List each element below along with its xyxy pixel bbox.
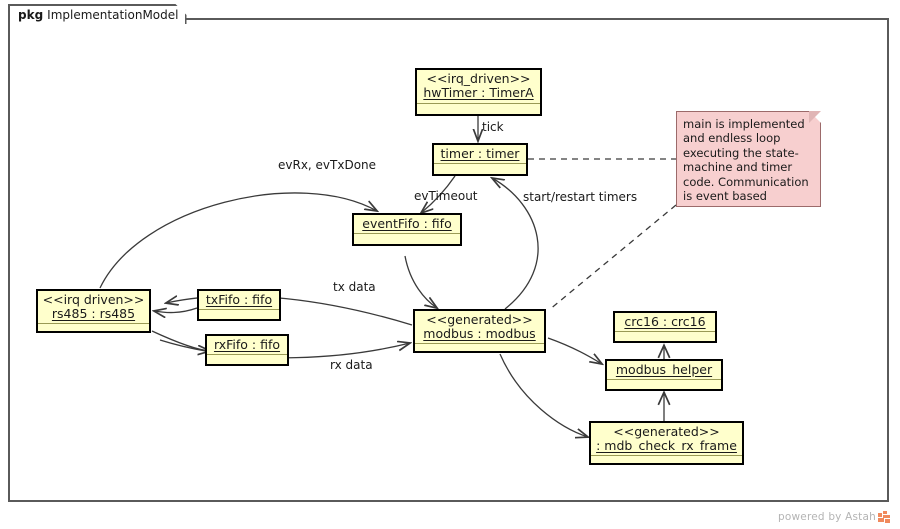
note-line-2: and endless loop [683,131,781,146]
edge-label-tick: tick [482,120,504,134]
node-rxfifo-compartment [207,354,287,364]
note-fold-corner [809,111,821,123]
node-modbus-compartment [415,343,544,351]
node-mdb-check-compartment [591,455,742,463]
node-modbus-name: modbus : modbus [423,326,536,341]
node-timer-compartment [434,163,526,174]
astah-watermark: powered by Astah [778,511,890,523]
node-txfifo-compartment [199,309,279,319]
package-name: ImplementationModel [47,8,179,22]
note-line-6: is event based [683,188,767,203]
node-crc16-name: crc16 : crc16 [624,314,706,329]
package-tab: pkg ImplementationModel [8,4,187,24]
node-mdb-check-rx-frame[interactable]: <<generated>> : mdb_check_rx_frame [589,421,744,465]
note-main-loop: main is implemented and endless loop exe… [676,111,821,207]
node-modbus[interactable]: <<generated>> modbus : modbus [413,309,546,353]
node-modbus-stereotype: <<generated>> [426,312,533,327]
node-hwtimer[interactable]: <<irq_driven>> hwTimer : TimerA [415,68,542,116]
node-rs485[interactable]: <<irq driven>> rs485 : rs485 [36,289,151,333]
package-body [8,18,889,502]
node-hwtimer-compartment [417,103,540,114]
note-line-5: code. Communication [683,174,809,189]
note-line-3: executing the state- [683,145,799,160]
astah-watermark-text: powered by Astah [778,511,876,523]
package-keyword: pkg [18,8,44,22]
astah-logo-icon [878,511,890,523]
node-mdb-check-stereotype: <<generated>> [613,424,720,439]
node-eventfifo[interactable]: eventFifo : fifo [352,213,462,246]
node-modbus-helper-compartment [607,379,721,389]
node-txfifo[interactable]: txFifo : fifo [197,289,281,321]
note-line-1: main is implemented [683,117,805,131]
node-eventfifo-compartment [354,233,460,244]
edge-label-tx-data: tx data [333,280,376,294]
node-crc16-compartment [615,331,715,341]
node-rs485-name: rs485 : rs485 [51,306,136,321]
edge-label-rx-data: rx data [330,358,373,372]
node-eventfifo-name: eventFifo : fifo [362,216,452,231]
node-timer[interactable]: timer : timer [432,143,528,176]
node-timer-name: timer : timer [440,146,520,161]
node-hwtimer-name: hwTimer : TimerA [423,85,534,101]
node-rs485-stereotype: <<irq driven>> [42,292,145,307]
edge-label-evtimeout: evTimeout [414,189,478,203]
node-rxfifo-name: rxFifo : fifo [213,337,281,352]
note-line-4: machine and timer [683,160,793,175]
edge-label-evrx: evRx, evTxDone [278,158,377,172]
node-modbus-helper[interactable]: modbus_helper [605,359,723,391]
node-crc16[interactable]: crc16 : crc16 [613,311,717,343]
edge-label-restart-timers: start/restart timers [523,190,638,204]
node-rxfifo[interactable]: rxFifo : fifo [205,334,289,366]
node-mdb-check-name: : mdb_check_rx_frame [596,438,737,453]
node-txfifo-name: txFifo : fifo [205,292,273,307]
node-hwtimer-stereotype: <<irq_driven>> [426,71,531,87]
node-modbus-helper-name: modbus_helper [615,362,713,377]
node-rs485-compartment [38,323,149,331]
